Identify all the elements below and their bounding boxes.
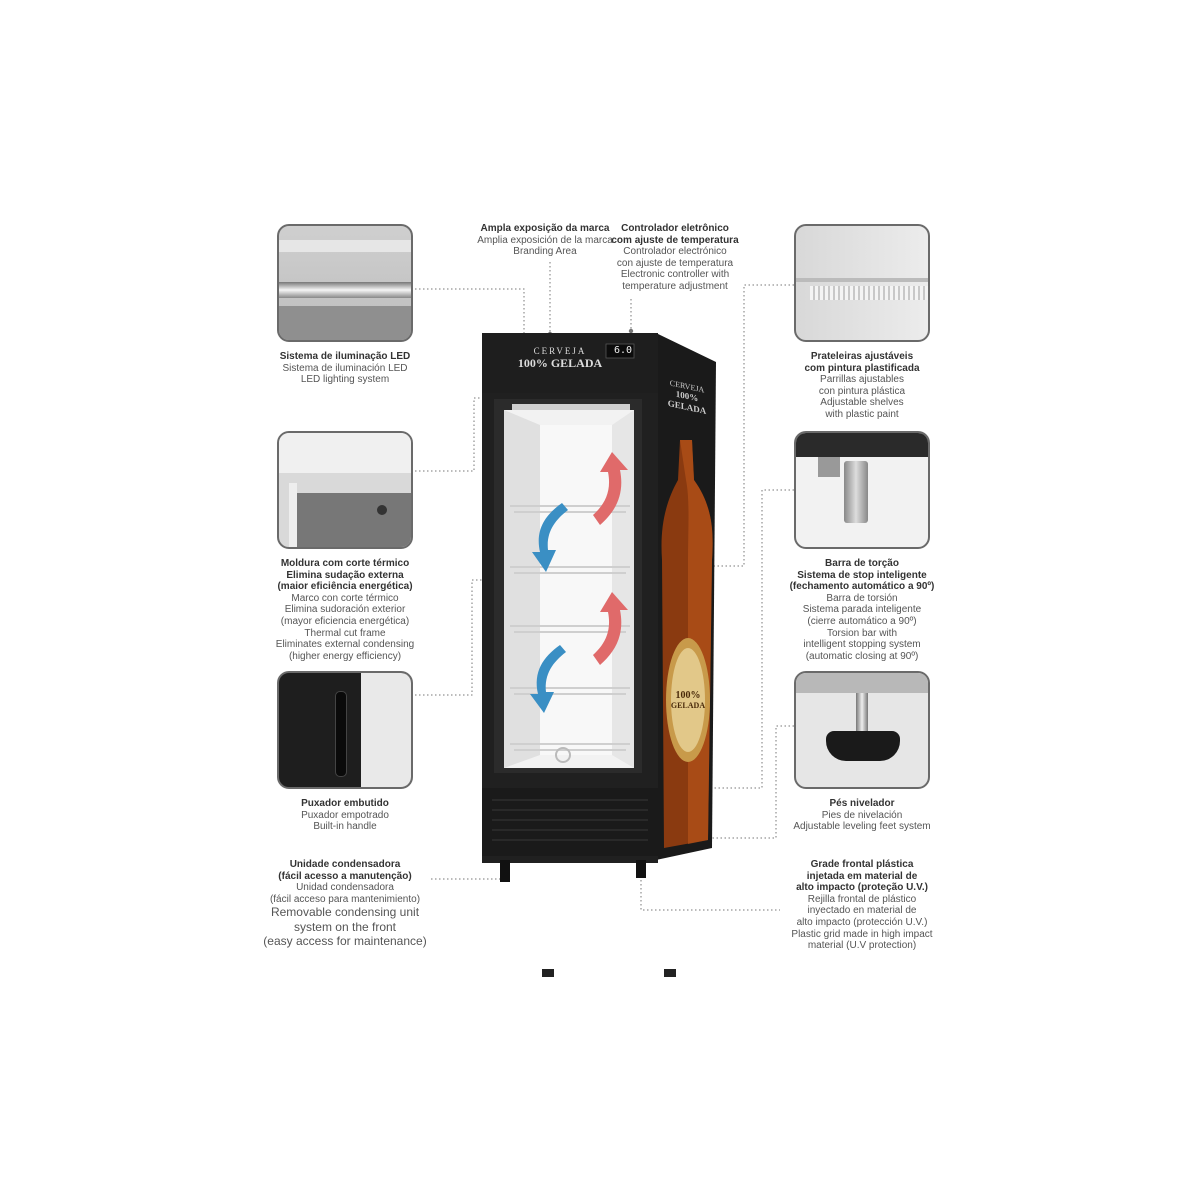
caption-adjustable-shelves: Prateleiras ajustáveis com pintura plast… (804, 351, 920, 420)
temperature-display (605, 343, 635, 359)
arrow-up-red-upper (593, 452, 628, 525)
photo-led-lighting (277, 224, 413, 342)
caption-torsion-bar: Barra de torção Sistema de stop intelige… (789, 558, 935, 662)
beer-bottle-graphic (661, 440, 713, 848)
torsion-connector (708, 489, 794, 789)
airflow-arrows (530, 452, 628, 713)
feet-connector (706, 725, 794, 839)
caption-branding-area: Ampla exposição da marca Amplia exposici… (477, 223, 613, 258)
shelves-connector (626, 284, 794, 567)
top-branding-text: CERVEJA 100% GELADA (517, 346, 603, 370)
base-grille (482, 788, 658, 856)
photo-torsion-bar (794, 431, 930, 549)
caption-condensing-unit: Unidade condensadora (fácil acesso a man… (263, 859, 427, 949)
display-readout: 6.0 (613, 345, 633, 356)
foot-left (500, 860, 510, 882)
condenser-connector (431, 848, 506, 880)
arrow-down-blue-lower (530, 645, 566, 713)
foot-right (636, 860, 646, 878)
arrow-down-blue-upper (532, 503, 568, 572)
photo-adjustable-shelves (794, 224, 930, 342)
small-mark-left (542, 969, 554, 977)
handle-connector (415, 579, 488, 696)
caption-leveling-feet: Pés nivelador Pies de nivelación Adjusta… (793, 798, 931, 833)
fridge-top-header (482, 333, 658, 393)
led-connector (415, 288, 525, 406)
caption-front-grid: Grade frontal plástica injetada em mater… (791, 859, 933, 952)
bottle-label-text: 100% GELADA (670, 690, 706, 710)
caption-built-in-handle: Puxador embutido Puxador empotrado Built… (301, 798, 389, 833)
photo-thermal-frame (277, 431, 413, 549)
caption-electronic-controller: Controlador eletrônico com ajuste de tem… (611, 223, 739, 292)
caption-led-lighting: Sistema de iluminação LED Sistema de ilu… (279, 351, 411, 386)
caption-thermal-frame: Moldura com corte térmico Elimina sudaçã… (275, 558, 415, 662)
photo-built-in-handle (277, 671, 413, 789)
led-light-bar (512, 404, 630, 410)
photo-leveling-feet (794, 671, 930, 789)
small-mark-right (664, 969, 676, 977)
frame-connector (415, 397, 496, 472)
arrow-up-red-lower (593, 592, 628, 665)
